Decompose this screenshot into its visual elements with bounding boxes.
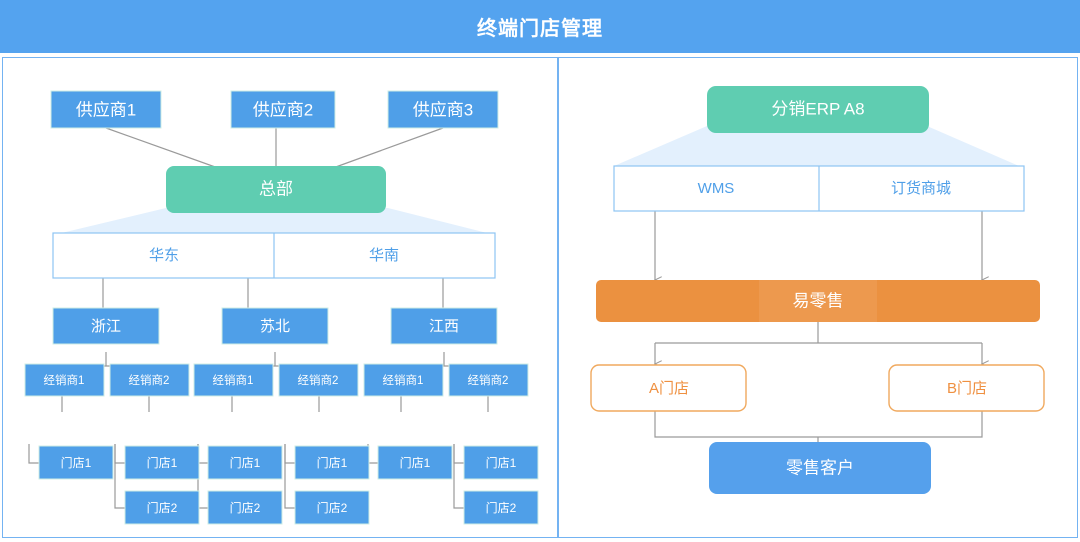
node-store-d1-1[interactable]: 门店1 bbox=[38, 445, 114, 480]
node-province-subei-label: 苏北 bbox=[260, 318, 290, 335]
node-module-mall-label: 订货商城 bbox=[891, 180, 951, 197]
node-region-huadong-label: 华东 bbox=[149, 247, 179, 264]
node-store-d2-2[interactable]: 门店2 bbox=[124, 490, 200, 525]
node-province-jiangxi-label: 江西 bbox=[429, 318, 459, 335]
left-panel-card: 供应商1 供应商2 供应商3 总部 华东 华南 bbox=[2, 57, 558, 538]
node-store-d2-1[interactable]: 门店1 bbox=[124, 445, 200, 480]
node-supplier-3[interactable]: 供应商3 bbox=[387, 90, 499, 129]
node-headquarters-label: 总部 bbox=[259, 179, 293, 198]
node-store-d6-1-label: 门店1 bbox=[486, 455, 517, 470]
node-erp[interactable]: 分销ERP A8 bbox=[707, 86, 929, 133]
node-supplier-2[interactable]: 供应商2 bbox=[230, 90, 336, 129]
node-dealer-2-label: 经销商2 bbox=[129, 373, 170, 387]
node-store-d4-2-label: 门店2 bbox=[317, 500, 348, 515]
node-store-d1-1-label: 门店1 bbox=[61, 455, 92, 470]
erp-fan-shape bbox=[614, 126, 1019, 166]
node-store-d3-2-label: 门店2 bbox=[230, 500, 261, 515]
node-store-d5-1-label: 门店1 bbox=[400, 455, 431, 470]
node-dealer-4[interactable]: 经销商2 bbox=[278, 363, 359, 397]
node-store-d3-1-label: 门店1 bbox=[230, 455, 261, 470]
node-store-d5-1[interactable]: 门店1 bbox=[377, 445, 453, 480]
node-supplier-1[interactable]: 供应商1 bbox=[50, 90, 162, 129]
node-store-d2-2-label: 门店2 bbox=[147, 500, 178, 515]
node-store-d6-1[interactable]: 门店1 bbox=[463, 445, 539, 480]
node-store-d3-1[interactable]: 门店1 bbox=[207, 445, 283, 480]
node-retail-customer-label: 零售客户 bbox=[786, 458, 854, 477]
node-province-subei[interactable]: 苏北 bbox=[221, 307, 329, 345]
node-dealer-3-label: 经销商1 bbox=[213, 373, 254, 387]
node-store-b-label: B门店 bbox=[947, 380, 987, 397]
node-store-b[interactable]: B门店 bbox=[888, 364, 1045, 412]
node-store-d4-2[interactable]: 门店2 bbox=[294, 490, 370, 525]
node-region-huanan-label: 华南 bbox=[369, 247, 399, 264]
node-erp-label: 分销ERP A8 bbox=[771, 99, 864, 118]
node-store-d3-2[interactable]: 门店2 bbox=[207, 490, 283, 525]
page-title: 终端门店管理 bbox=[477, 18, 603, 40]
org-chart-svg: 供应商1 供应商2 供应商3 总部 华东 华南 bbox=[24, 90, 539, 525]
node-supplier-3-label: 供应商3 bbox=[413, 100, 473, 119]
connector-stores-join bbox=[654, 411, 983, 438]
node-retail-platform-label: 易零售 bbox=[793, 291, 844, 310]
node-store-a-label: A门店 bbox=[649, 380, 689, 397]
connector-supplier1-hq bbox=[105, 127, 219, 169]
page-header: 终端门店管理 bbox=[0, 0, 1080, 53]
system-flow-svg: 分销ERP A8 WMS 订货商城 易零售 A门店 bbox=[590, 86, 1045, 494]
node-retail-platform[interactable]: 易零售 bbox=[596, 280, 1040, 322]
node-supplier-1-label: 供应商1 bbox=[76, 100, 136, 119]
node-supplier-2-label: 供应商2 bbox=[253, 100, 313, 119]
node-dealer-4-label: 经销商2 bbox=[298, 373, 339, 387]
node-dealer-6[interactable]: 经销商2 bbox=[448, 363, 529, 397]
node-dealer-6-label: 经销商2 bbox=[468, 373, 509, 387]
node-dealer-5[interactable]: 经销商1 bbox=[363, 363, 444, 397]
node-retail-customer[interactable]: 零售客户 bbox=[709, 442, 931, 494]
node-province-jiangxi[interactable]: 江西 bbox=[390, 307, 498, 345]
node-store-d2-1-label: 门店1 bbox=[147, 455, 178, 470]
node-store-a[interactable]: A门店 bbox=[590, 364, 747, 412]
node-dealer-2[interactable]: 经销商2 bbox=[109, 363, 190, 397]
connector-d2-store2 bbox=[114, 444, 129, 509]
hq-fan-shape bbox=[53, 208, 495, 235]
node-modules-box[interactable]: WMS 订货商城 bbox=[613, 165, 1025, 212]
node-dealer-1-label: 经销商1 bbox=[44, 373, 85, 387]
connector-d4-store2 bbox=[284, 444, 299, 509]
node-dealer-5-label: 经销商1 bbox=[383, 373, 424, 387]
node-dealer-3[interactable]: 经销商1 bbox=[193, 363, 274, 397]
node-store-d4-1[interactable]: 门店1 bbox=[294, 445, 370, 480]
right-panel-card: 分销ERP A8 WMS 订货商城 易零售 A门店 bbox=[558, 57, 1078, 538]
connector-d1-store1 bbox=[28, 444, 43, 464]
node-province-zhejiang-label: 浙江 bbox=[91, 318, 121, 335]
node-province-zhejiang[interactable]: 浙江 bbox=[52, 307, 160, 345]
node-module-wms-label: WMS bbox=[698, 180, 735, 197]
connector-supplier3-hq bbox=[332, 127, 444, 169]
node-store-d6-2[interactable]: 门店2 bbox=[463, 490, 539, 525]
node-regions-box[interactable]: 华东 华南 bbox=[52, 232, 496, 279]
connector-d6-store2 bbox=[453, 444, 468, 509]
node-store-d6-2-label: 门店2 bbox=[486, 500, 517, 515]
node-dealer-1[interactable]: 经销商1 bbox=[24, 363, 105, 397]
node-store-d4-1-label: 门店1 bbox=[317, 455, 348, 470]
node-headquarters[interactable]: 总部 bbox=[166, 166, 386, 213]
